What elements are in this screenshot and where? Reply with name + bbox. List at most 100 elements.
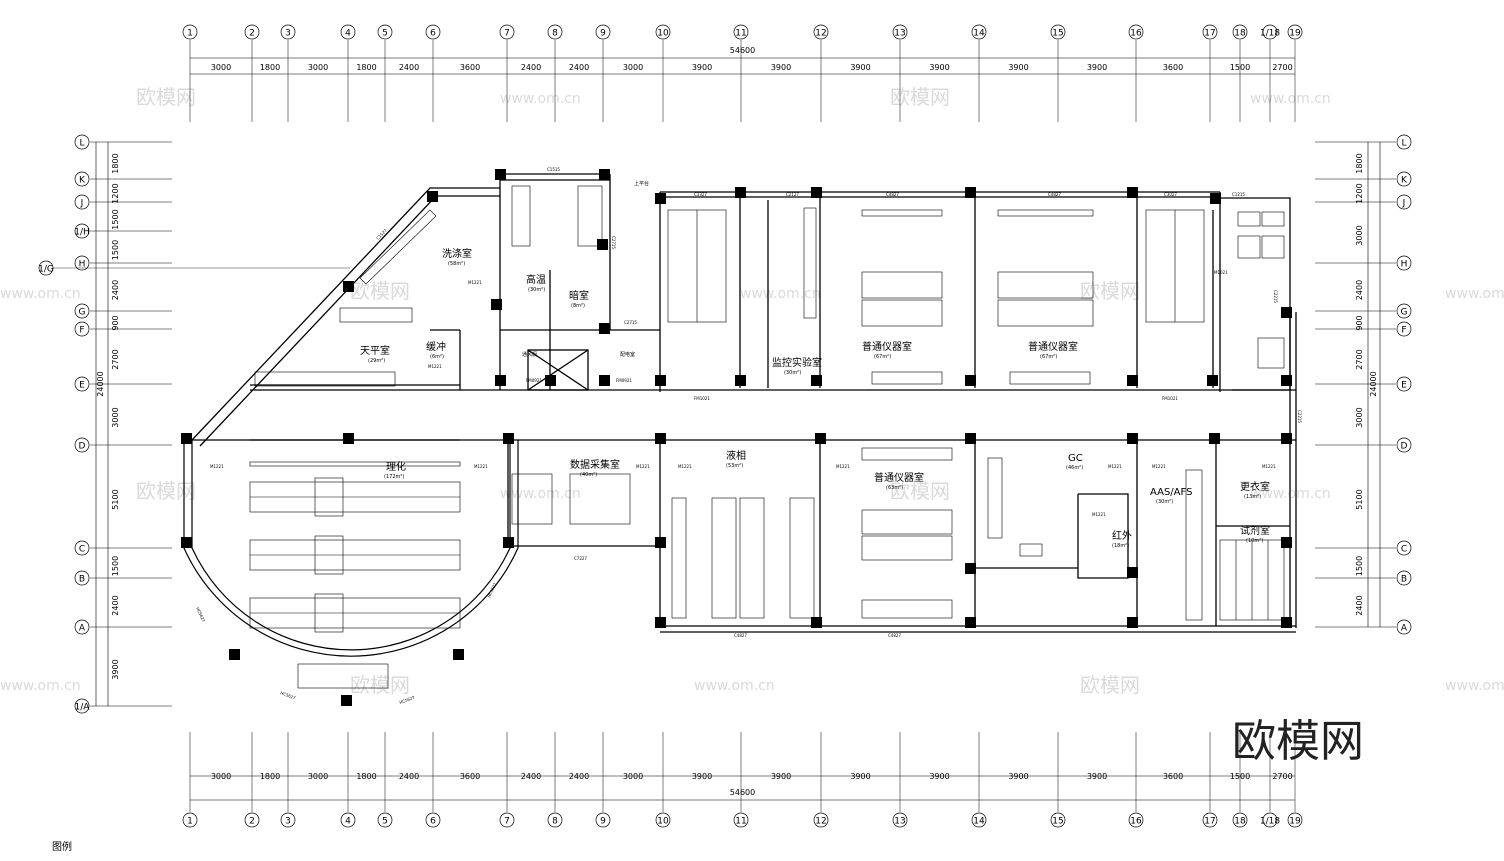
column [965,563,976,574]
room-name-reagent: 试剂室 [1240,524,1270,537]
column [1207,375,1218,386]
row-axis-label: H [79,260,86,270]
column-dimension: 2400 [569,772,589,781]
column-dimension: 3000 [623,63,643,72]
window-tag: C4827 [1048,192,1061,197]
row-axis-bubble [1396,134,1412,150]
column-axis-label: 17 [1204,29,1215,39]
column [655,193,666,204]
watermark-url: www.om.cn [500,486,581,502]
column-axis-bubble [595,812,611,828]
watermark-brand: 欧模网 [350,279,410,303]
column-axis-label: 3 [285,817,291,827]
column [545,375,556,386]
total-width-dimension: 54600 [730,46,755,55]
column [965,433,976,444]
column [229,649,240,660]
row-axis-label: F [79,326,84,336]
column-axis-bubble [733,24,749,40]
column [181,537,192,548]
row-axis-bubble [1396,540,1412,556]
column-dimension: 3900 [692,63,712,72]
column-axis-label: 15 [1052,817,1063,827]
column [1127,567,1138,578]
row-axis-label: H [1401,260,1408,270]
room-area-reagent: (10m²) [1246,538,1263,544]
column-axis-label: 2 [249,29,255,39]
row-axis-bubble [74,570,90,586]
column-axis-bubble [1232,812,1248,828]
window-tag: C1515 [547,167,560,172]
column-axis-bubble [1262,24,1278,40]
row-axis-bubble [74,321,90,337]
room-name-aas: AAS/AFS [1150,487,1192,498]
room-name-ir: 红外 [1112,529,1132,542]
room-area-ir: (18m²) [1112,543,1129,549]
room-area-change: (13m²) [1244,494,1261,500]
row-axis-label: K [1401,176,1408,186]
column-axis-bubble [971,24,987,40]
watermark-url: www.om.cn [0,678,81,694]
column-axis-bubble [892,24,908,40]
column-axis-bubble [425,812,441,828]
watermark-url: www.om.cn [694,678,775,694]
row-dimension: 3900 [111,659,120,679]
column [503,537,514,548]
row-dimension: 1500 [111,556,120,576]
column-axis-bubble [1050,24,1066,40]
column [1281,307,1292,318]
column-axis-bubble [1287,24,1303,40]
column [735,375,746,386]
column-axis-bubble [340,812,356,828]
column [1281,375,1292,386]
row-axis-label: J [1402,199,1406,209]
window-tag: C3027 [1164,192,1177,197]
column-axis-bubble [377,812,393,828]
column [343,281,354,292]
column-dimension: 3000 [308,63,328,72]
door-tag: M1221 [836,464,850,469]
column-dimension: 2700 [1272,63,1292,72]
column-axis-bubble [547,24,563,40]
column-axis-bubble [499,812,515,828]
watermark-url: www.om.cn [1250,91,1331,107]
column [1210,193,1221,204]
column [965,187,976,198]
row-axis-label: J [80,199,84,209]
row-axis-label: L [1401,139,1406,149]
column-axis-label: 3 [285,29,291,39]
column-dimension: 3600 [460,63,480,72]
column [655,433,666,444]
column [1127,187,1138,198]
column [495,375,506,386]
row-dimension: 1500 [111,240,120,260]
row-dimension: 1200 [1355,183,1364,203]
column-dimension: 3600 [1163,772,1183,781]
room-area-buffer: (6m²) [430,354,444,360]
row-axis-label: D [1401,442,1408,452]
window-tag: C3327 [694,192,707,197]
row-axis-label: 1/H [74,228,90,238]
column [1209,433,1220,444]
column-dimension: 3900 [929,63,949,72]
window-tag: C2215 [1297,410,1302,423]
column-axis-bubble [547,812,563,828]
room-area-liquid: (53m²) [726,463,743,469]
room-name-buffer: 缓冲 [426,340,446,353]
row-axis-bubble [74,540,90,556]
column-dimension: 3900 [1087,772,1107,781]
row-axis-bubble [74,194,90,210]
door-tag: M1221 [474,464,488,469]
column [655,537,666,548]
row-axis-bubble [1396,255,1412,271]
room-name-high-temp: 高温 [526,273,546,286]
column-axis-label: 5 [382,29,388,39]
watermark-brand: 欧模网 [350,673,410,697]
window-tag: C4827 [886,192,899,197]
row-axis-bubble [74,255,90,271]
column [965,617,976,628]
row-dimension: 1800 [1355,153,1364,173]
column-axis-label: 17 [1204,817,1215,827]
column [453,649,464,660]
